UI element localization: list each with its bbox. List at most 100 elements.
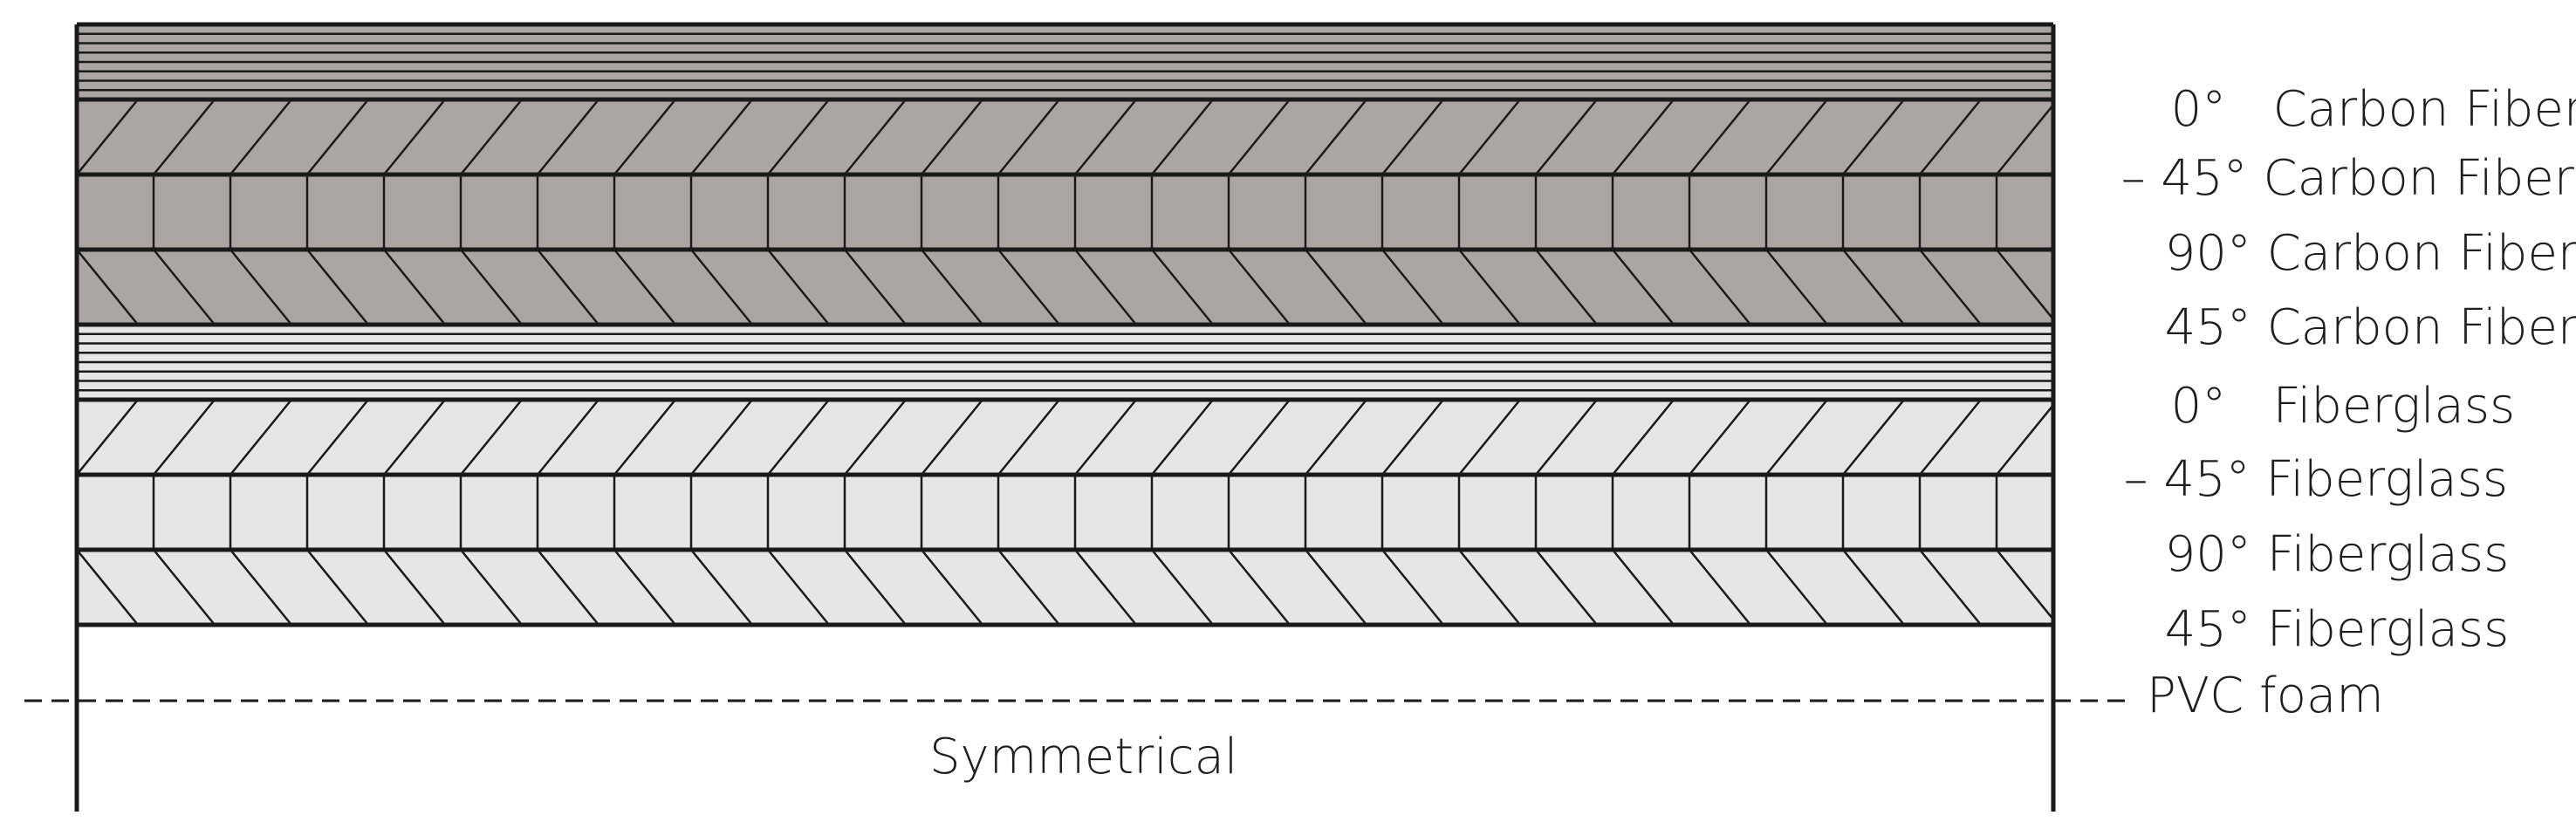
fiber-line xyxy=(613,399,676,476)
fiber-line xyxy=(613,249,676,325)
symmetry-note: Symmetrical xyxy=(929,729,1238,785)
fiber-line xyxy=(1842,549,1905,626)
fiber-line xyxy=(1535,549,1598,626)
fiber-line xyxy=(306,399,369,476)
fiber-line xyxy=(1535,249,1598,325)
fiber-line xyxy=(767,399,830,476)
fiber-line xyxy=(383,99,446,175)
layer-material: Fiberglass xyxy=(2266,601,2510,658)
fiber-line xyxy=(1996,403,2053,476)
layer-angle: 0° xyxy=(2170,81,2227,138)
layer-label-7: 90° Fiberglass xyxy=(2134,482,2510,579)
layer-fill xyxy=(77,550,2053,625)
fiber-line xyxy=(997,99,1060,175)
layer-material: Carbon Fiber xyxy=(2266,225,2576,282)
fiber-line xyxy=(1458,549,1521,626)
layer-angle: 90° xyxy=(2164,225,2251,282)
fiber-line xyxy=(1612,549,1675,626)
fiber-line xyxy=(537,399,599,476)
layer-angle: 90° xyxy=(2164,526,2251,583)
fiber-line xyxy=(997,399,1060,476)
fiber-line xyxy=(77,399,139,476)
fiber-line xyxy=(1458,99,1521,175)
fiber-line xyxy=(230,549,292,626)
fiber-line xyxy=(306,99,369,175)
fiber-line xyxy=(613,549,676,626)
fiber-line xyxy=(690,249,753,325)
fiber-line xyxy=(1074,99,1137,175)
laminate-layer xyxy=(77,399,2053,476)
fiber-line xyxy=(997,549,1060,626)
fiber-line xyxy=(77,549,139,626)
fiber-line xyxy=(1842,99,1905,175)
fiber-line xyxy=(383,549,446,626)
fiber-line xyxy=(690,399,753,476)
layer-material: Fiberglass xyxy=(2265,451,2509,508)
fiber-line xyxy=(1228,549,1291,626)
layer-label-5: 0° Fiberglass xyxy=(2140,333,2516,431)
layer-material: Carbon Fiber xyxy=(2266,299,2576,356)
fiber-line xyxy=(767,249,830,325)
fiber-line xyxy=(1305,399,1367,476)
fiber-line xyxy=(1381,549,1444,626)
fiber-line xyxy=(1305,99,1367,175)
fiber-line xyxy=(1612,249,1675,325)
layer-fill xyxy=(77,99,2053,175)
layer-angle: 45° xyxy=(2164,601,2251,658)
fiber-line xyxy=(0,250,61,325)
fiber-line xyxy=(997,249,1060,325)
layer-stack xyxy=(0,22,2134,627)
fiber-line xyxy=(1305,549,1367,626)
laminate-layer xyxy=(0,249,2134,325)
fiber-line xyxy=(1305,249,1367,325)
fiber-line xyxy=(306,249,369,325)
fiber-line xyxy=(1381,249,1444,325)
fiber-line xyxy=(230,249,292,325)
fiber-line xyxy=(1074,249,1137,325)
fiber-line xyxy=(1919,549,1982,626)
layer-angle: 0° xyxy=(2170,378,2227,435)
fiber-line xyxy=(230,99,292,175)
fiber-line xyxy=(1151,249,1214,325)
laminate-layer xyxy=(77,475,2053,550)
fiber-line xyxy=(1458,399,1521,476)
fiber-line xyxy=(537,249,599,325)
fiber-line xyxy=(1996,103,2053,175)
fiber-line xyxy=(921,99,983,175)
fiber-line xyxy=(1074,399,1137,476)
layer-label-8: 45° Fiberglass xyxy=(2134,557,2510,654)
fiber-line xyxy=(1228,249,1291,325)
fiber-line xyxy=(844,249,907,325)
fiber-line xyxy=(306,549,369,626)
fiber-line xyxy=(1151,99,1214,175)
fiber-line xyxy=(1228,399,1291,476)
fiber-line xyxy=(1612,99,1675,175)
fiber-line xyxy=(383,399,446,476)
layer-fill xyxy=(77,475,2053,550)
fiber-line xyxy=(77,99,139,175)
fiber-line xyxy=(767,99,830,175)
laminate-layer xyxy=(77,99,2053,175)
layer-material: Carbon Fiber xyxy=(2272,81,2576,138)
fiber-line xyxy=(1996,549,2053,621)
fiber-line xyxy=(1919,99,1982,175)
fiber-line xyxy=(921,249,983,325)
layer-label-1: 0° Carbon Fiber xyxy=(2140,37,2576,134)
fiber-line xyxy=(383,249,446,325)
laminate-layer xyxy=(77,175,2053,250)
layer-angle: 45° xyxy=(2164,299,2251,356)
fiber-line xyxy=(153,549,216,626)
fiber-line xyxy=(153,399,216,476)
fiber-line xyxy=(2073,250,2134,325)
fiber-line xyxy=(537,99,599,175)
layer-label-4: 45° Carbon Fiber xyxy=(2134,255,2576,353)
fiber-line xyxy=(690,99,753,175)
fiber-line xyxy=(1458,249,1521,325)
fiber-line xyxy=(1919,249,1982,325)
fiber-line xyxy=(1689,399,1751,476)
fiber-line xyxy=(1151,399,1214,476)
layer-fill xyxy=(77,400,2053,475)
fiber-line xyxy=(1612,399,1675,476)
fiber-line xyxy=(1151,549,1214,626)
layer-material: Fiberglass xyxy=(2272,378,2516,435)
